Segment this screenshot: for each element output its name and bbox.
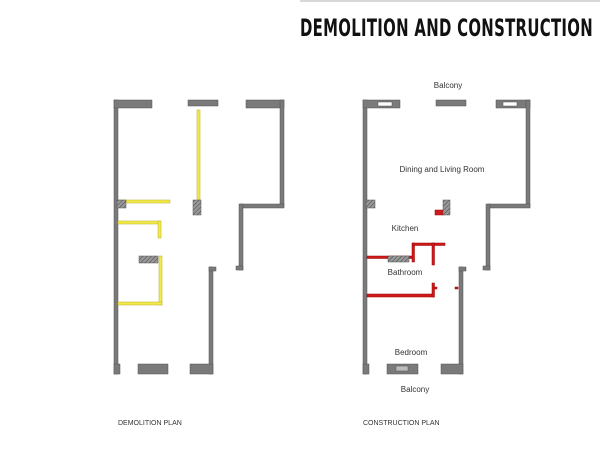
construction-plan	[362, 99, 531, 375]
header-rule	[300, 0, 600, 2]
room-label-bedroom: Bedroom	[395, 348, 428, 357]
room-label-kitchen: Kitchen	[392, 224, 419, 233]
room-label-balcony-bottom: Balcony	[401, 385, 429, 394]
room-label-balcony-top: Balcony	[434, 81, 462, 90]
demolition-plan-caption: DEMOLITION PLAN	[118, 420, 182, 427]
room-label-bathroom: Bathroom	[388, 268, 423, 277]
demolition-walls	[117, 109, 201, 306]
page-title: DEMOLITION AND CONSTRUCTION	[300, 14, 593, 42]
construction-plan-caption: CONSTRUCTION PLAN	[363, 420, 440, 427]
room-label-dining-living: Dining and Living Room	[400, 165, 485, 174]
demolition-plan	[113, 99, 285, 375]
